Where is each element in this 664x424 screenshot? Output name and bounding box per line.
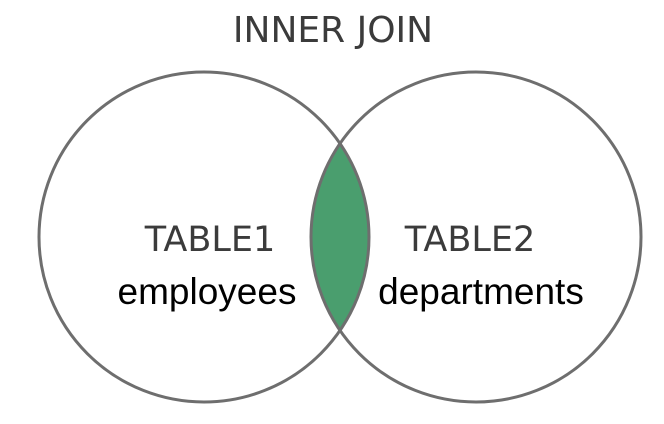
left-circle-table1	[37, 70, 371, 404]
left-table-name: employees	[118, 271, 297, 312]
right-table-name: departments	[378, 271, 584, 312]
right-circle-table2	[309, 70, 643, 404]
right-table-label: TABLE2	[404, 220, 536, 260]
left-table-label: TABLE1	[144, 220, 276, 260]
diagram-title: INNER JOIN	[233, 10, 433, 51]
